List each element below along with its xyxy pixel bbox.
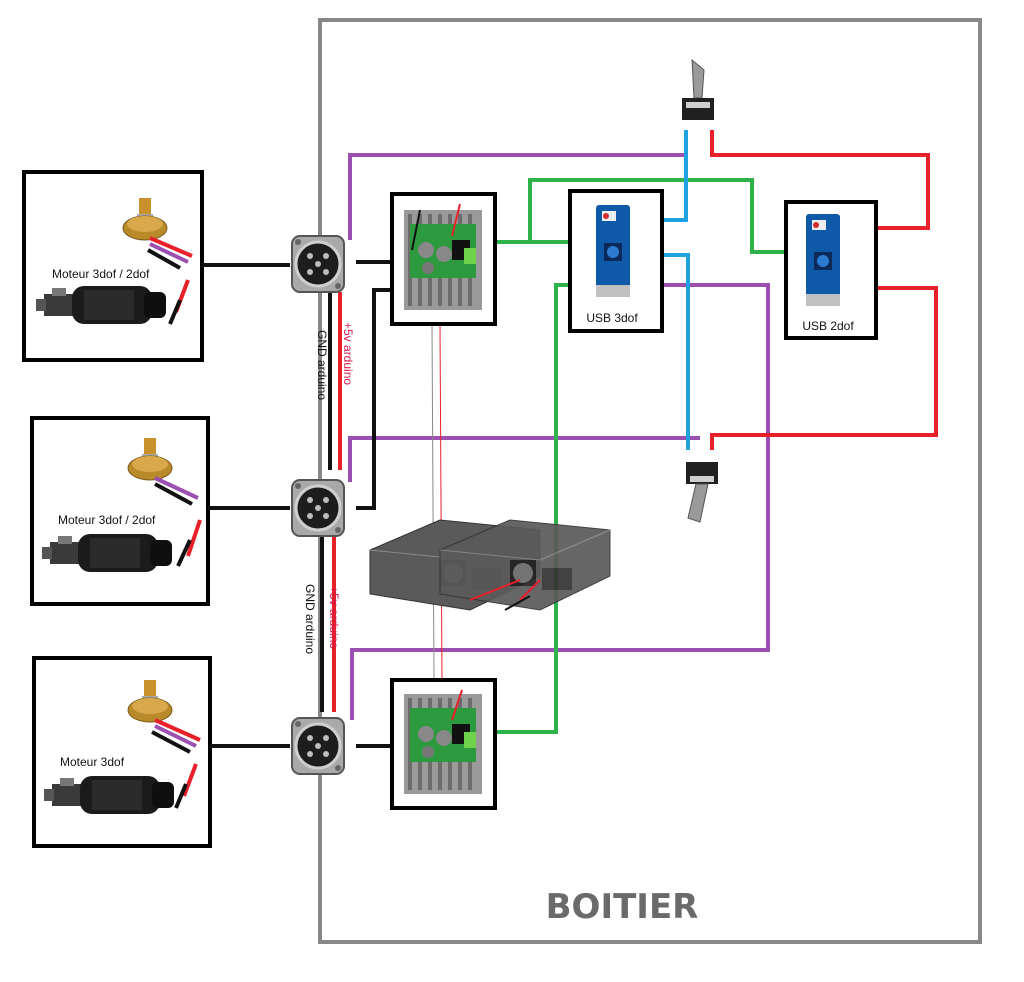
power-supply-units [369, 519, 611, 611]
thin-wire-black [431, 324, 435, 681]
rail-wires [320, 292, 342, 712]
xlr-connector-1[interactable] [290, 234, 346, 294]
red-wires [710, 130, 938, 450]
toggle-switch-bottom[interactable] [685, 461, 719, 523]
green-wires [495, 178, 786, 734]
arduino-board-2dof: USB 2dof [784, 200, 878, 340]
gnd-label-bottom: GND arduino [303, 584, 317, 654]
enclosure-title: BOITIER [546, 887, 699, 927]
v5-label-bottom: +5v arduino [327, 586, 341, 649]
motor-label-1: Moteur 3dof / 2dof [52, 267, 150, 281]
xlr-connector-3[interactable] [290, 716, 346, 776]
motor-driver-1 [390, 192, 497, 326]
gnd-label-top: GND arduino [315, 330, 329, 400]
toggle-switch-top[interactable] [681, 59, 715, 121]
motor-unit-3: Moteur 3dof [32, 656, 212, 848]
blue-wires [662, 130, 690, 450]
thin-wire-red [439, 324, 443, 681]
purple-wires [348, 153, 770, 720]
v5-label-top: +5v arduino [341, 322, 355, 385]
motor-unit-1: Moteur 3dof / 2dof [22, 170, 204, 362]
xlr-connector-2[interactable] [290, 478, 346, 538]
black-driver-link [356, 288, 392, 510]
motor-unit-2: Moteur 3dof / 2dof [30, 416, 210, 606]
arduino-board-3dof: USB 3dof [568, 189, 664, 333]
board-3dof-label: USB 3dof [586, 311, 638, 325]
motor-label-3: Moteur 3dof [60, 755, 125, 769]
motor-label-2: Moteur 3dof / 2dof [58, 513, 156, 527]
motor-driver-2 [390, 678, 497, 810]
board-2dof-label: USB 2dof [802, 319, 854, 333]
